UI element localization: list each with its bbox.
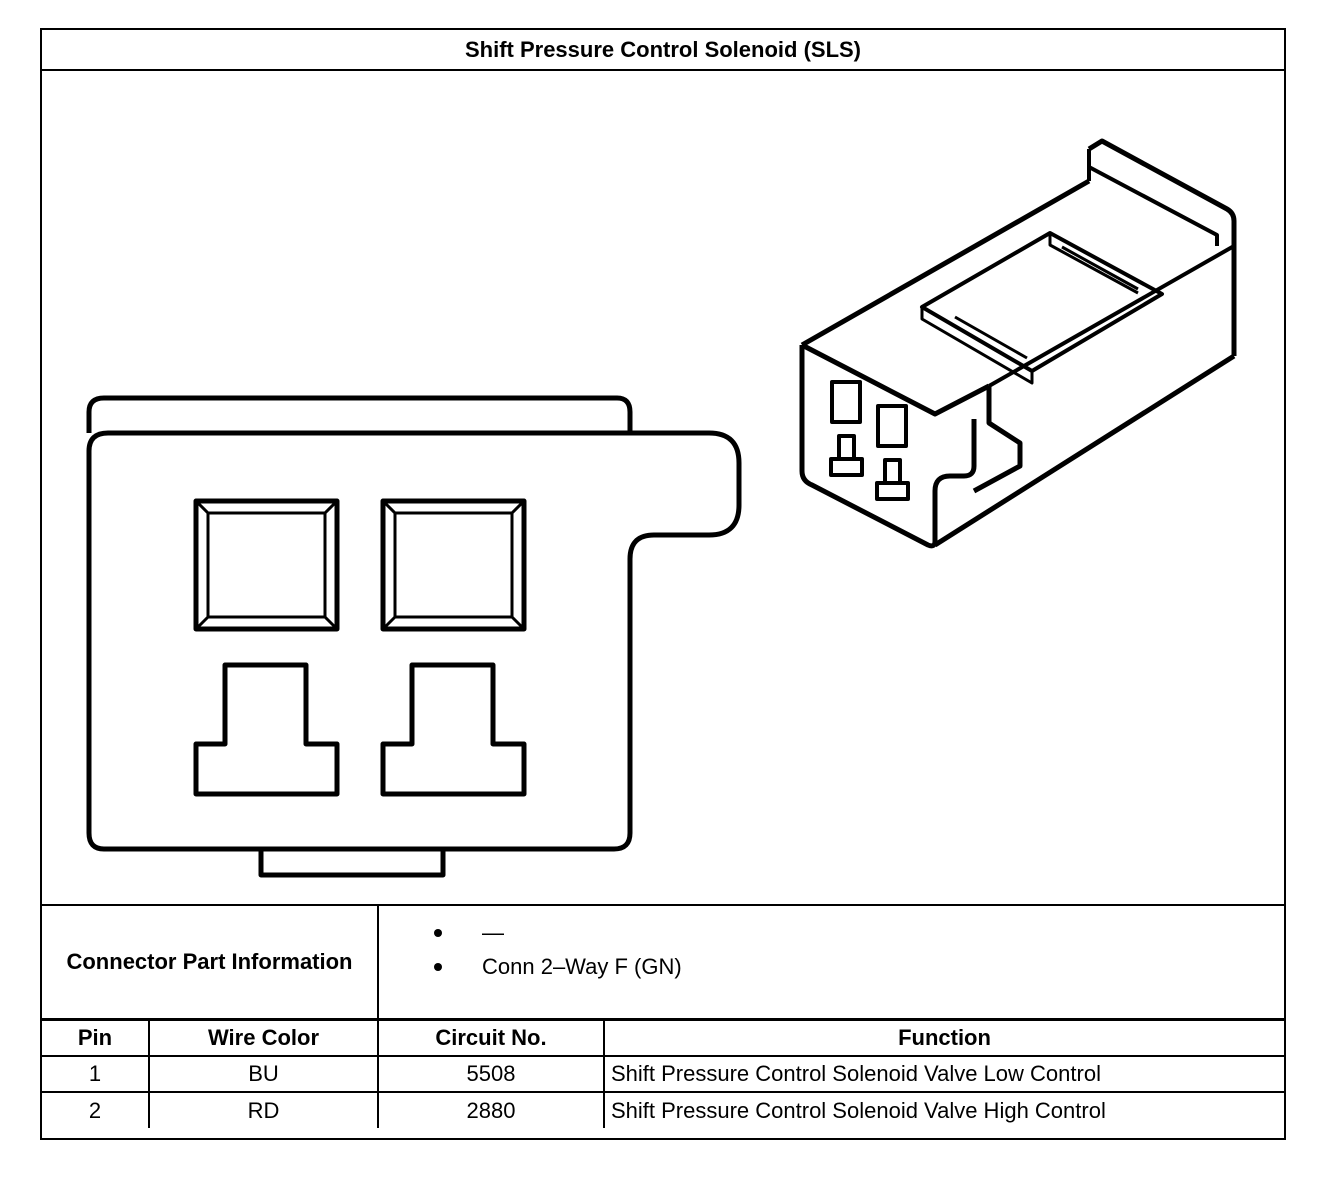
iso-step-ledge xyxy=(972,386,1023,494)
wire-color: RD xyxy=(148,1091,379,1128)
table-row: 2 RD 2880 Shift Pressure Control Solenoi… xyxy=(42,1091,1284,1128)
connector-body-outline xyxy=(86,430,742,852)
iso-front-face xyxy=(799,345,977,549)
terminal-slot-1 xyxy=(193,662,340,797)
connector-info-label: Connector Part Information xyxy=(42,906,379,1018)
header-pin: Pin xyxy=(42,1019,150,1057)
connector-bottom-latch xyxy=(258,849,446,878)
connector-info-text: — xyxy=(482,920,504,945)
connector-body-back xyxy=(86,395,633,433)
header-function: Function xyxy=(603,1019,1284,1057)
connector-info-text: Conn 2–Way F (GN) xyxy=(482,954,682,979)
bullet-icon xyxy=(434,963,442,971)
terminal-slot-2 xyxy=(380,662,527,797)
pin-function: Shift Pressure Control Solenoid Valve Hi… xyxy=(603,1091,1284,1128)
header-wire-color: Wire Color xyxy=(148,1019,379,1057)
circuit-number: 5508 xyxy=(377,1055,605,1093)
pin-number: 2 xyxy=(42,1091,150,1128)
iso-top-left-edge xyxy=(800,178,1091,348)
header-circuit-no: Circuit No. xyxy=(377,1019,605,1057)
connector-face-view xyxy=(86,395,742,878)
pin-function: Shift Pressure Control Solenoid Valve Lo… xyxy=(603,1055,1284,1093)
connector-diagram-frame: Shift Pressure Control Solenoid (SLS) xyxy=(40,28,1286,1140)
iso-top-front-edge xyxy=(800,342,991,417)
iso-cavity-1 xyxy=(829,380,864,477)
table-row: 1 BU 5508 Shift Pressure Control Solenoi… xyxy=(42,1055,1284,1093)
pin-table-header: Pin Wire Color Circuit No. Function xyxy=(42,1019,1284,1057)
diagram-title: Shift Pressure Control Solenoid (SLS) xyxy=(42,30,1284,71)
iso-side-bottom xyxy=(933,353,1236,548)
pin-table: Pin Wire Color Circuit No. Function 1 BU… xyxy=(42,1019,1284,1128)
iso-rear-rail xyxy=(1087,138,1237,356)
connector-info-list: — Conn 2–Way F (GN) xyxy=(402,916,682,984)
bullet-icon xyxy=(434,929,442,937)
circuit-number: 2880 xyxy=(377,1091,605,1128)
wire-color: BU xyxy=(148,1055,379,1093)
iso-top-window xyxy=(920,231,1164,373)
connector-isometric-view xyxy=(799,138,1237,549)
connector-info-item: Conn 2–Way F (GN) xyxy=(402,950,682,984)
connector-info-item: — xyxy=(402,916,682,950)
connector-part-information: Connector Part Information — Conn 2–Way … xyxy=(42,904,1284,1020)
pin-number: 1 xyxy=(42,1055,150,1093)
cavity-1 xyxy=(193,498,340,632)
connector-drawing xyxy=(42,71,1284,905)
cavity-2 xyxy=(380,498,527,632)
iso-cavity-2 xyxy=(875,404,910,501)
